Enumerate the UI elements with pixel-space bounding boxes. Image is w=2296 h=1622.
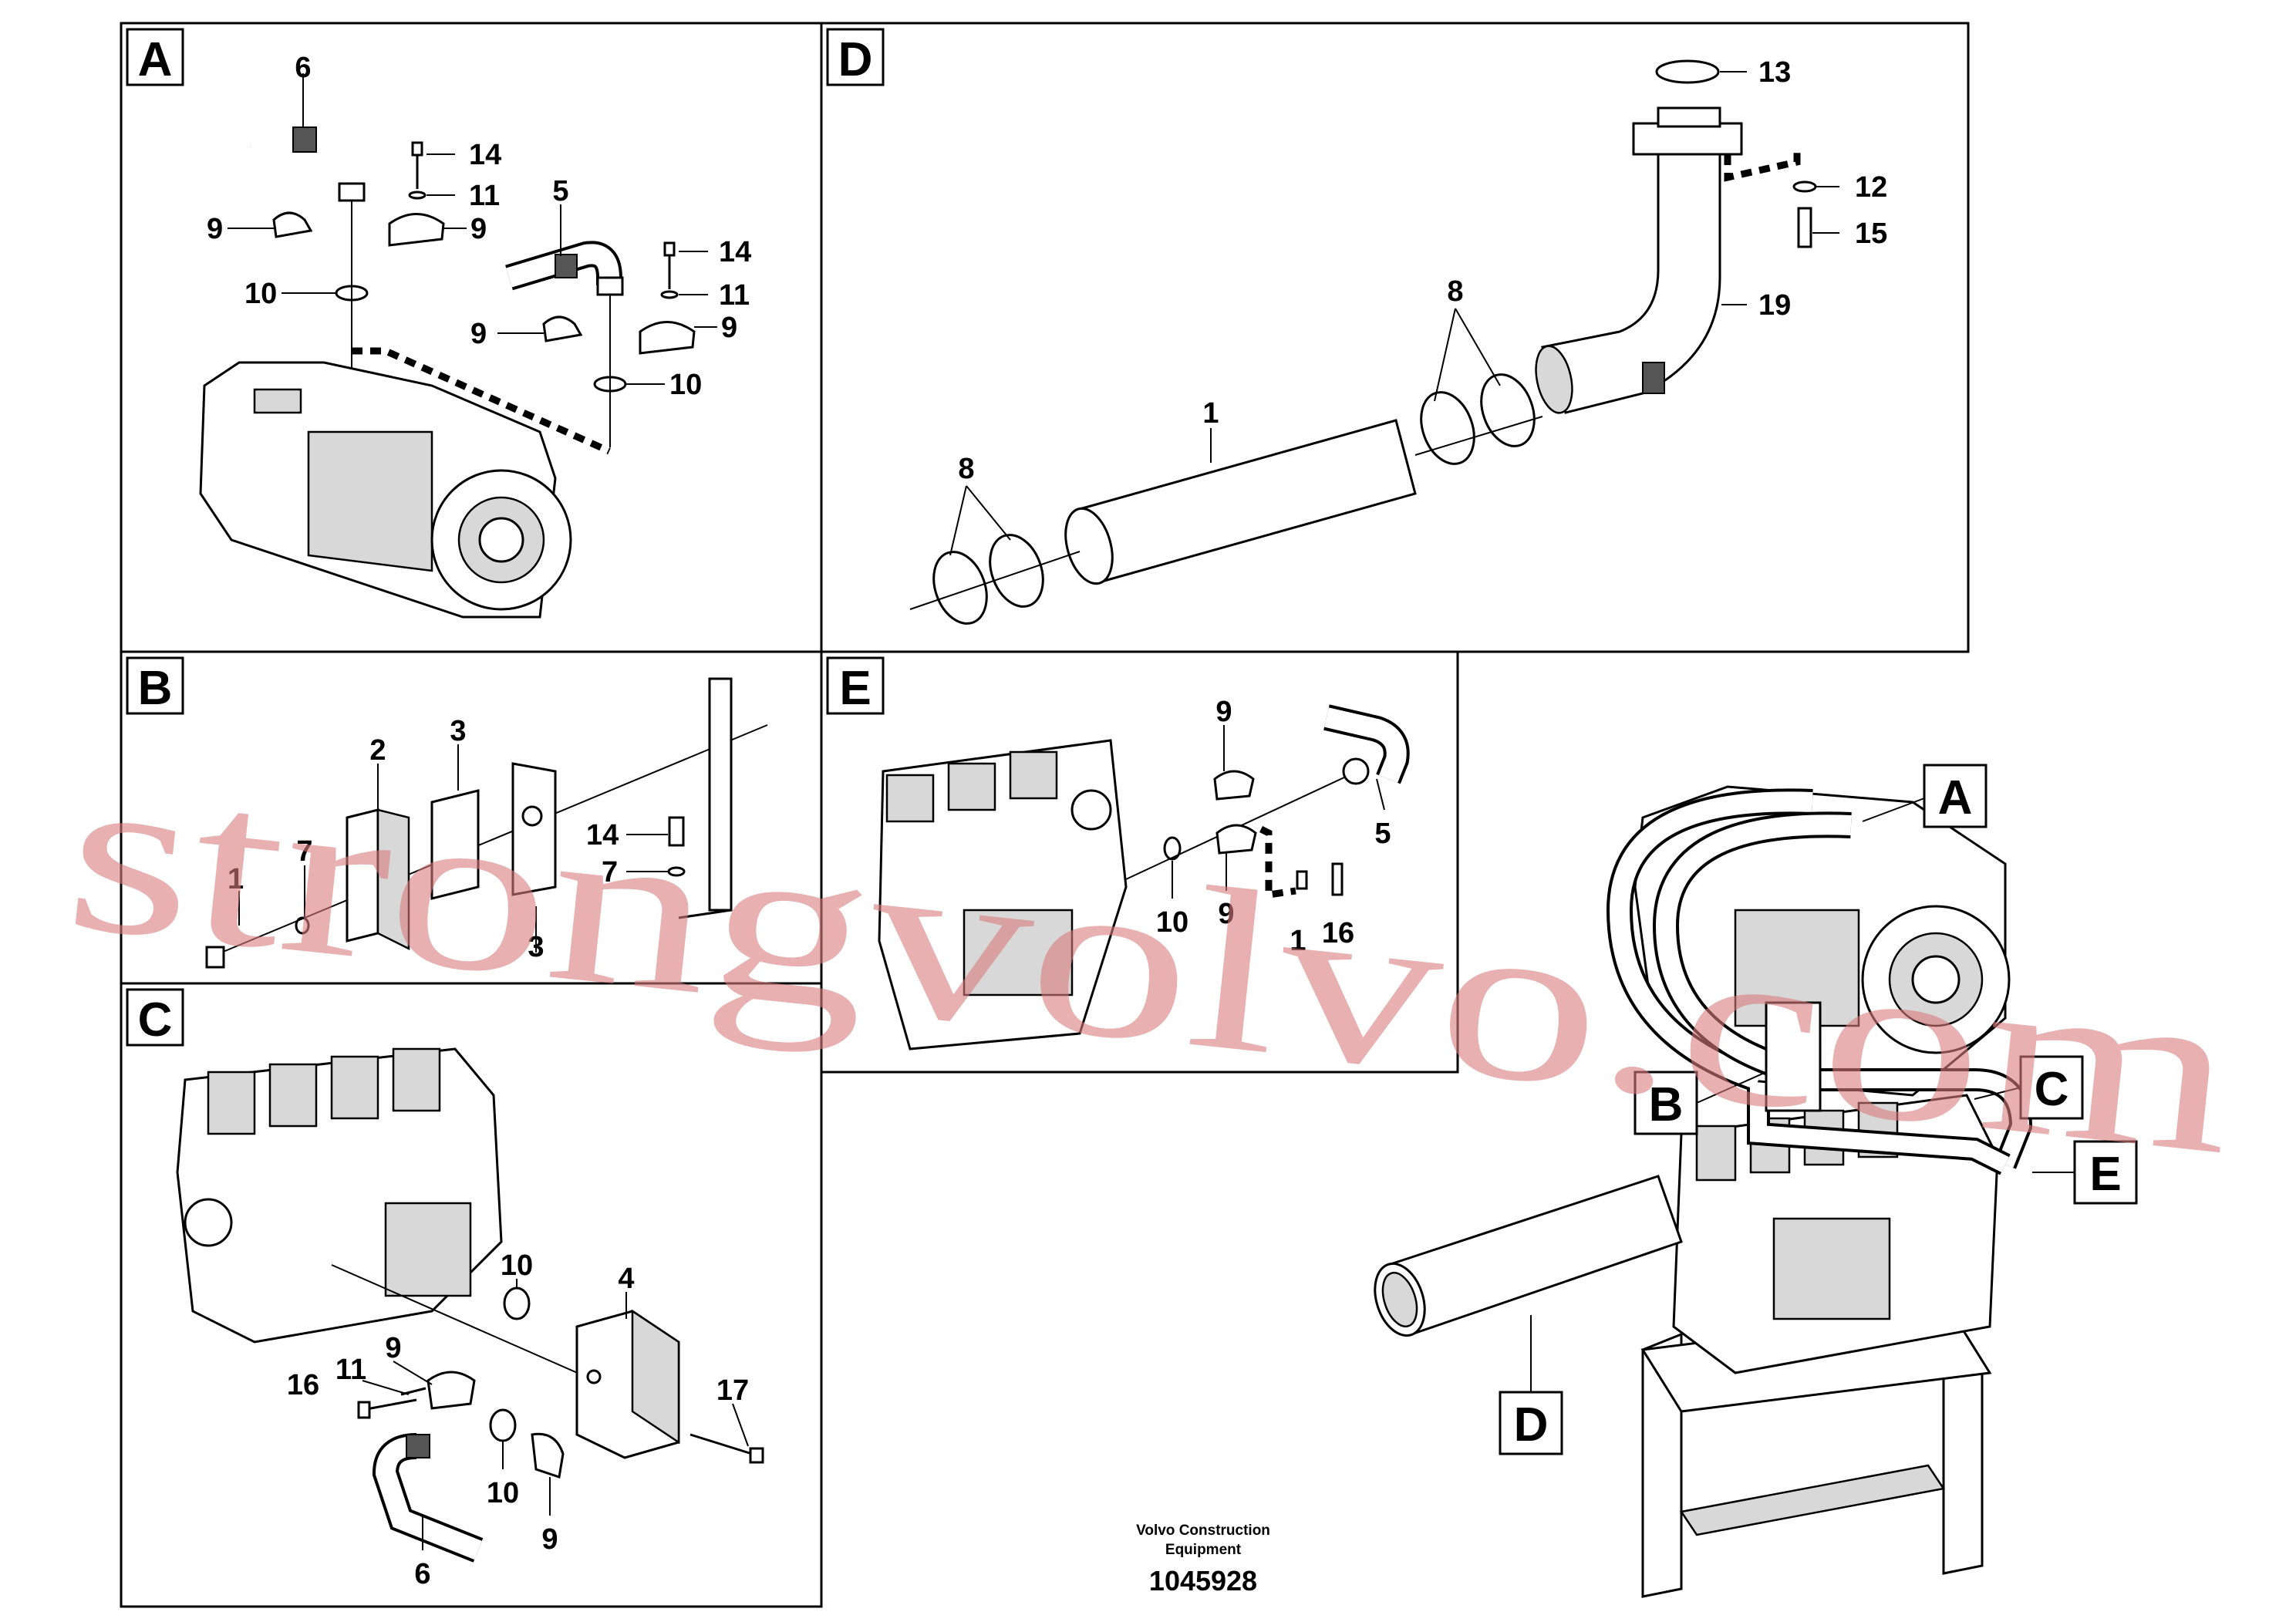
callout-b-7a: 7 (296, 835, 312, 868)
overview-label-a: A (1938, 771, 1973, 824)
panel-frames (120, 22, 1970, 1608)
callout-c-10a: 10 (501, 1249, 533, 1282)
callout-e-16: 16 (1322, 917, 1354, 949)
panel-a-drawing (199, 116, 696, 619)
callout-b-3b: 3 (528, 931, 544, 963)
panel-a-callouts: 6 14 11 9 9 5 14 11 10 9 9 10 (207, 52, 751, 401)
panel-b-callouts: 2 3 7 1 14 7 3 (228, 715, 668, 963)
overview-label-d: D (1514, 1398, 1549, 1452)
callout-a-6: 6 (295, 52, 311, 84)
callout-e-9a: 9 (1215, 696, 1232, 728)
panel-letter-b: B (126, 656, 184, 715)
callout-a-9c: 9 (470, 318, 487, 350)
panel-d-drawing (909, 59, 1817, 625)
panel-letter-e: E (826, 656, 885, 715)
callout-c-10b: 10 (487, 1477, 519, 1509)
callout-d-8a: 8 (1447, 275, 1463, 308)
company-name-line1: Volvo Construction (1136, 1523, 1270, 1539)
callout-a-11b: 11 (719, 279, 750, 312)
footer-block: Volvo Construction Equipment 1045928 (1136, 1523, 1270, 1597)
callout-a-10a: 10 (244, 278, 277, 310)
overview-label-e: E (2089, 1148, 2121, 1201)
callout-a-14b: 14 (719, 236, 751, 268)
panel-e-drawing (878, 704, 1410, 1050)
callout-c-4: 4 (618, 1263, 634, 1295)
panel-e-callouts: 9 5 9 10 1 16 (1156, 696, 1391, 957)
callout-e-9b: 9 (1218, 898, 1234, 930)
panel-c-drawing (176, 1047, 764, 1563)
callout-c-6: 6 (414, 1558, 430, 1590)
callout-c-9b: 9 (541, 1523, 558, 1556)
callout-d-12: 12 (1855, 171, 1887, 204)
panel-b-drawing (205, 677, 768, 969)
callout-a-9a: 9 (207, 213, 223, 245)
callout-d-15: 15 (1855, 218, 1887, 250)
callout-a-11: 11 (469, 180, 500, 212)
panel-c-callouts: 10 4 9 11 16 17 10 9 6 (287, 1249, 749, 1590)
overview-label-b: B (1649, 1078, 1684, 1131)
callout-b-14: 14 (586, 819, 619, 851)
callout-b-2: 2 (369, 734, 386, 767)
callout-a-9d: 9 (721, 312, 737, 344)
svg-text:D: D (838, 33, 873, 86)
panel-d-callouts: 13 12 15 19 8 1 8 (949, 56, 1887, 556)
callout-d-8b: 8 (958, 453, 974, 485)
company-name-line2: Equipment (1165, 1542, 1242, 1558)
svg-text:C: C (138, 993, 173, 1047)
callout-e-1: 1 (1290, 925, 1306, 957)
callout-e-10: 10 (1156, 906, 1188, 939)
callout-e-5: 5 (1374, 818, 1391, 850)
panel-letter-d: D (826, 28, 885, 86)
overview-callouts: A B C E D (1499, 764, 2138, 1455)
callout-a-5: 5 (552, 175, 568, 207)
overview-assembly (1374, 785, 2033, 1598)
callout-b-7b: 7 (602, 856, 618, 889)
panel-letter-a: A (126, 28, 184, 86)
callout-d-13: 13 (1758, 56, 1791, 89)
callout-d-19: 19 (1758, 289, 1791, 322)
callout-b-1: 1 (228, 863, 244, 895)
overview-label-c: C (2035, 1063, 2069, 1116)
svg-text:B: B (138, 662, 173, 715)
callout-a-10b: 10 (669, 369, 702, 401)
callout-b-3a: 3 (450, 715, 466, 747)
drawing-number: 1045928 (1149, 1565, 1257, 1597)
callout-a-9b: 9 (470, 213, 487, 245)
callout-d-1: 1 (1202, 397, 1219, 430)
svg-text:A: A (138, 33, 173, 86)
svg-text:E: E (839, 662, 871, 715)
callout-c-17: 17 (716, 1374, 749, 1407)
callout-c-9a: 9 (385, 1332, 401, 1364)
panel-letter-c: C (126, 988, 184, 1047)
callout-c-16: 16 (287, 1369, 319, 1401)
callout-c-11: 11 (335, 1354, 366, 1386)
callout-a-14: 14 (469, 139, 501, 171)
